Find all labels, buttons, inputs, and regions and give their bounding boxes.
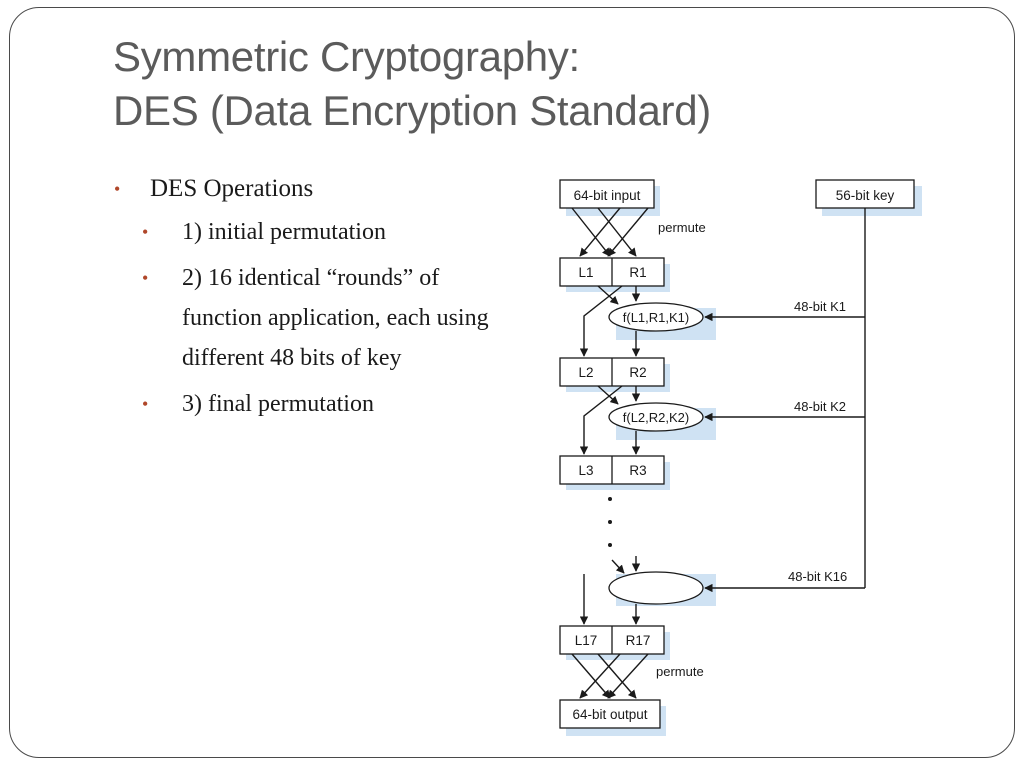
- permute-bottom-label: permute: [656, 664, 704, 679]
- key-box: [815, 179, 915, 209]
- input-box: [559, 179, 655, 209]
- bullet-icon: •: [142, 222, 149, 242]
- bullet-text: DES Operations: [150, 175, 314, 202]
- r3-label: R3: [629, 463, 646, 478]
- permute-arrows-top: [571, 207, 649, 257]
- sub-bullet-text: 1) initial permutation: [182, 219, 386, 245]
- bullet-list: • DES Operations • 1) initial permutatio…: [112, 170, 512, 424]
- key-schedule-lines: [704, 208, 866, 593]
- k1-label: 48-bit K1: [794, 299, 846, 314]
- sub-bullet-list: • 1) initial permutation • 2) 16 identic…: [112, 212, 512, 424]
- permute-top-label: permute: [658, 220, 706, 235]
- r17-label: R17: [626, 633, 651, 648]
- sub-bullet-text: 3) final permutation: [182, 391, 374, 417]
- l17-label: L17: [575, 633, 598, 648]
- f2-label: f(L2,R2,K2): [623, 410, 689, 425]
- l2-label: L2: [578, 365, 593, 380]
- bullet-icon: •: [142, 268, 149, 288]
- title-line-1: Symmetric Cryptography:: [113, 33, 580, 80]
- permute-arrows-bottom: [571, 653, 649, 699]
- slide-frame: [9, 7, 1015, 758]
- output-box: [559, 699, 661, 729]
- title-line-2: DES (Data Encryption Standard): [113, 87, 711, 134]
- function-f1: [608, 302, 704, 332]
- function-f2: [608, 402, 704, 432]
- round-flow-arrows: [579, 285, 641, 625]
- bullet-icon: •: [114, 179, 121, 199]
- bullet-icon: •: [142, 394, 149, 414]
- output-label: 64-bit output: [572, 707, 647, 722]
- slide-title: Symmetric Cryptography: DES (Data Encryp…: [113, 30, 711, 138]
- sub-bullet-item-3: • 3) final permutation: [112, 384, 512, 424]
- sub-bullet-item-1: • 1) initial permutation: [112, 212, 512, 252]
- sub-bullet-item-2: • 2) 16 identical “rounds” of function a…: [112, 258, 512, 378]
- des-diagram: 64-bit input 56-bit key permute L1 R1 f(…: [559, 179, 922, 736]
- r1-label: R1: [629, 265, 646, 280]
- k2-label: 48-bit K2: [794, 399, 846, 414]
- sub-bullet-text: 2) 16 identical “rounds” of function app…: [182, 265, 489, 371]
- f1-label: f(L1,R1,K1): [623, 310, 689, 325]
- input-label: 64-bit input: [574, 188, 641, 203]
- l1-label: L1: [578, 265, 593, 280]
- ellipsis-dots: [608, 497, 612, 547]
- key-label: 56-bit key: [836, 188, 895, 203]
- bullet-item-des-operations: • DES Operations: [112, 170, 512, 208]
- k16-label: 48-bit K16: [788, 569, 847, 584]
- l3-label: L3: [578, 463, 593, 478]
- r2-label: R2: [629, 365, 646, 380]
- function-f16: [608, 571, 704, 605]
